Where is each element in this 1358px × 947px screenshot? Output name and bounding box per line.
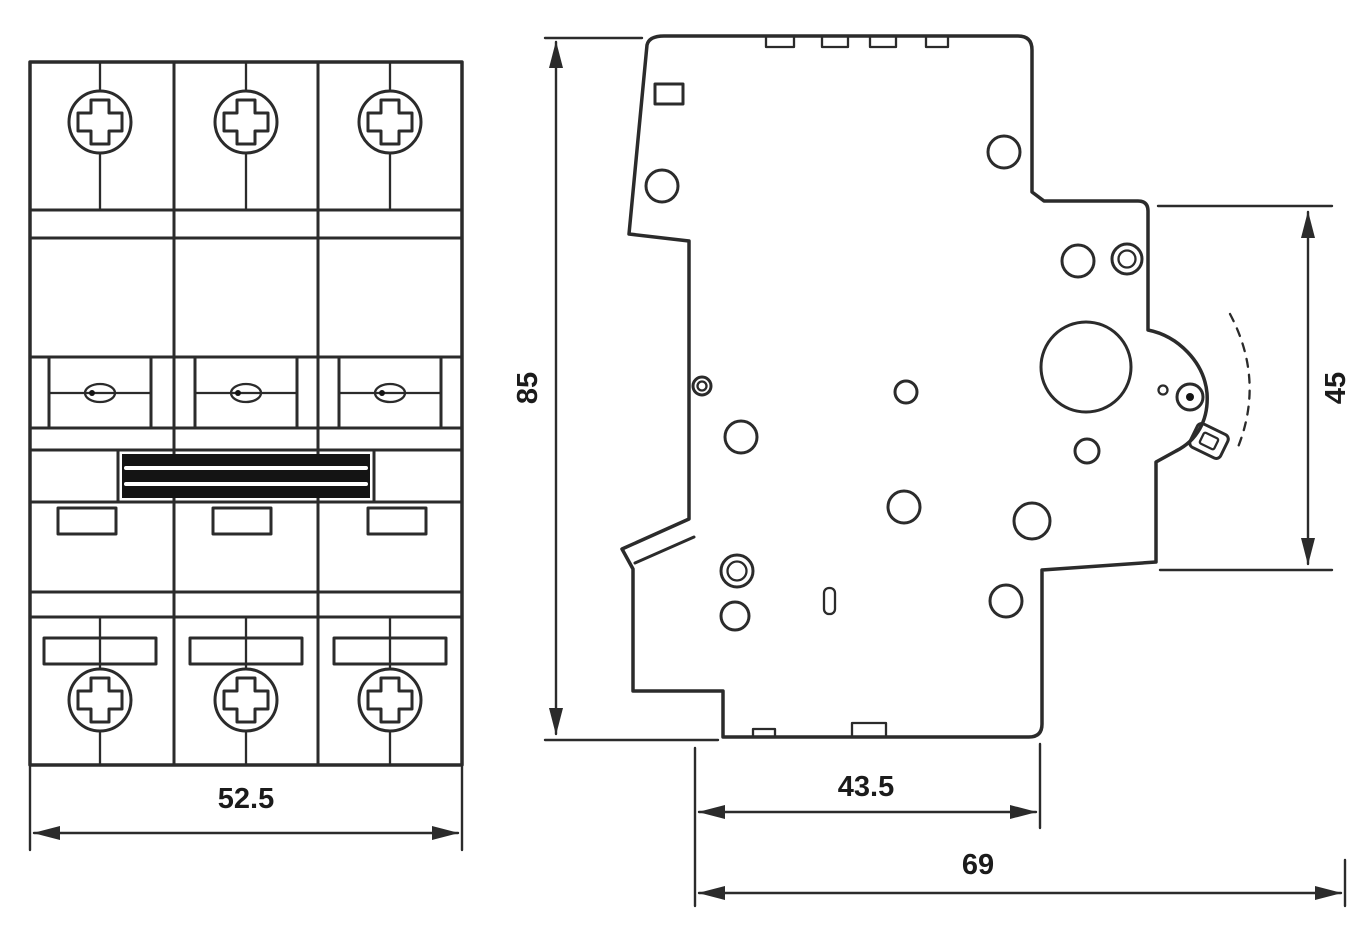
phillips-screw-icon bbox=[76, 98, 124, 146]
phillips-screw-icon bbox=[366, 98, 414, 146]
din-latch bbox=[1157, 312, 1251, 460]
bottom-terminal-screws bbox=[67, 667, 423, 733]
din-clip-jaw bbox=[633, 535, 696, 565]
phillips-screw-icon bbox=[76, 676, 124, 724]
dim-label-overall-depth: 69 bbox=[962, 849, 994, 881]
indicator-window bbox=[366, 506, 428, 536]
rivet-hole bbox=[1110, 242, 1144, 276]
rivet-hole bbox=[644, 168, 680, 204]
rivet-hole bbox=[1073, 437, 1101, 465]
indicator-window bbox=[56, 506, 118, 536]
vent-slot bbox=[653, 82, 685, 106]
dimension-side-height: 85 bbox=[512, 36, 720, 742]
rivet-hole bbox=[719, 553, 755, 589]
mechanism-bore bbox=[1039, 320, 1133, 414]
phillips-screw-icon bbox=[222, 676, 270, 724]
rivet-hole bbox=[886, 489, 922, 525]
rivet-hole bbox=[893, 379, 919, 405]
dimension-side-right-height: 45 bbox=[1156, 204, 1352, 572]
rivet-hole bbox=[988, 583, 1024, 619]
dimension-overall-depth: 69 bbox=[697, 849, 1347, 908]
dimension-body-depth: 43.5 bbox=[693, 742, 1042, 908]
rivet-hole bbox=[1060, 243, 1096, 279]
phillips-screw-icon bbox=[222, 98, 270, 146]
dim-label-side-right-height: 45 bbox=[1320, 372, 1352, 404]
indicator-window bbox=[211, 506, 273, 536]
dimension-front-width: 52.5 bbox=[28, 765, 464, 852]
terminal-block-row bbox=[28, 355, 464, 430]
side-view bbox=[620, 34, 1251, 739]
toggle-handle bbox=[28, 448, 464, 504]
slot-hole bbox=[822, 586, 837, 616]
front-view bbox=[28, 60, 464, 767]
dim-label-body-depth: 43.5 bbox=[838, 771, 894, 803]
rivet-hole bbox=[986, 134, 1022, 170]
phillips-screw-icon bbox=[366, 676, 414, 724]
top-terminal-screws bbox=[67, 89, 423, 155]
dim-label-front-width: 52.5 bbox=[218, 783, 274, 815]
rivet-hole bbox=[1012, 501, 1052, 541]
side-body-outline bbox=[620, 34, 1209, 739]
latch-swing-arc bbox=[1228, 312, 1251, 454]
rivet-hole bbox=[723, 419, 759, 455]
dim-label-side-height: 85 bbox=[512, 372, 544, 404]
rivet-hole bbox=[691, 375, 713, 397]
rivet-hole bbox=[719, 600, 751, 632]
